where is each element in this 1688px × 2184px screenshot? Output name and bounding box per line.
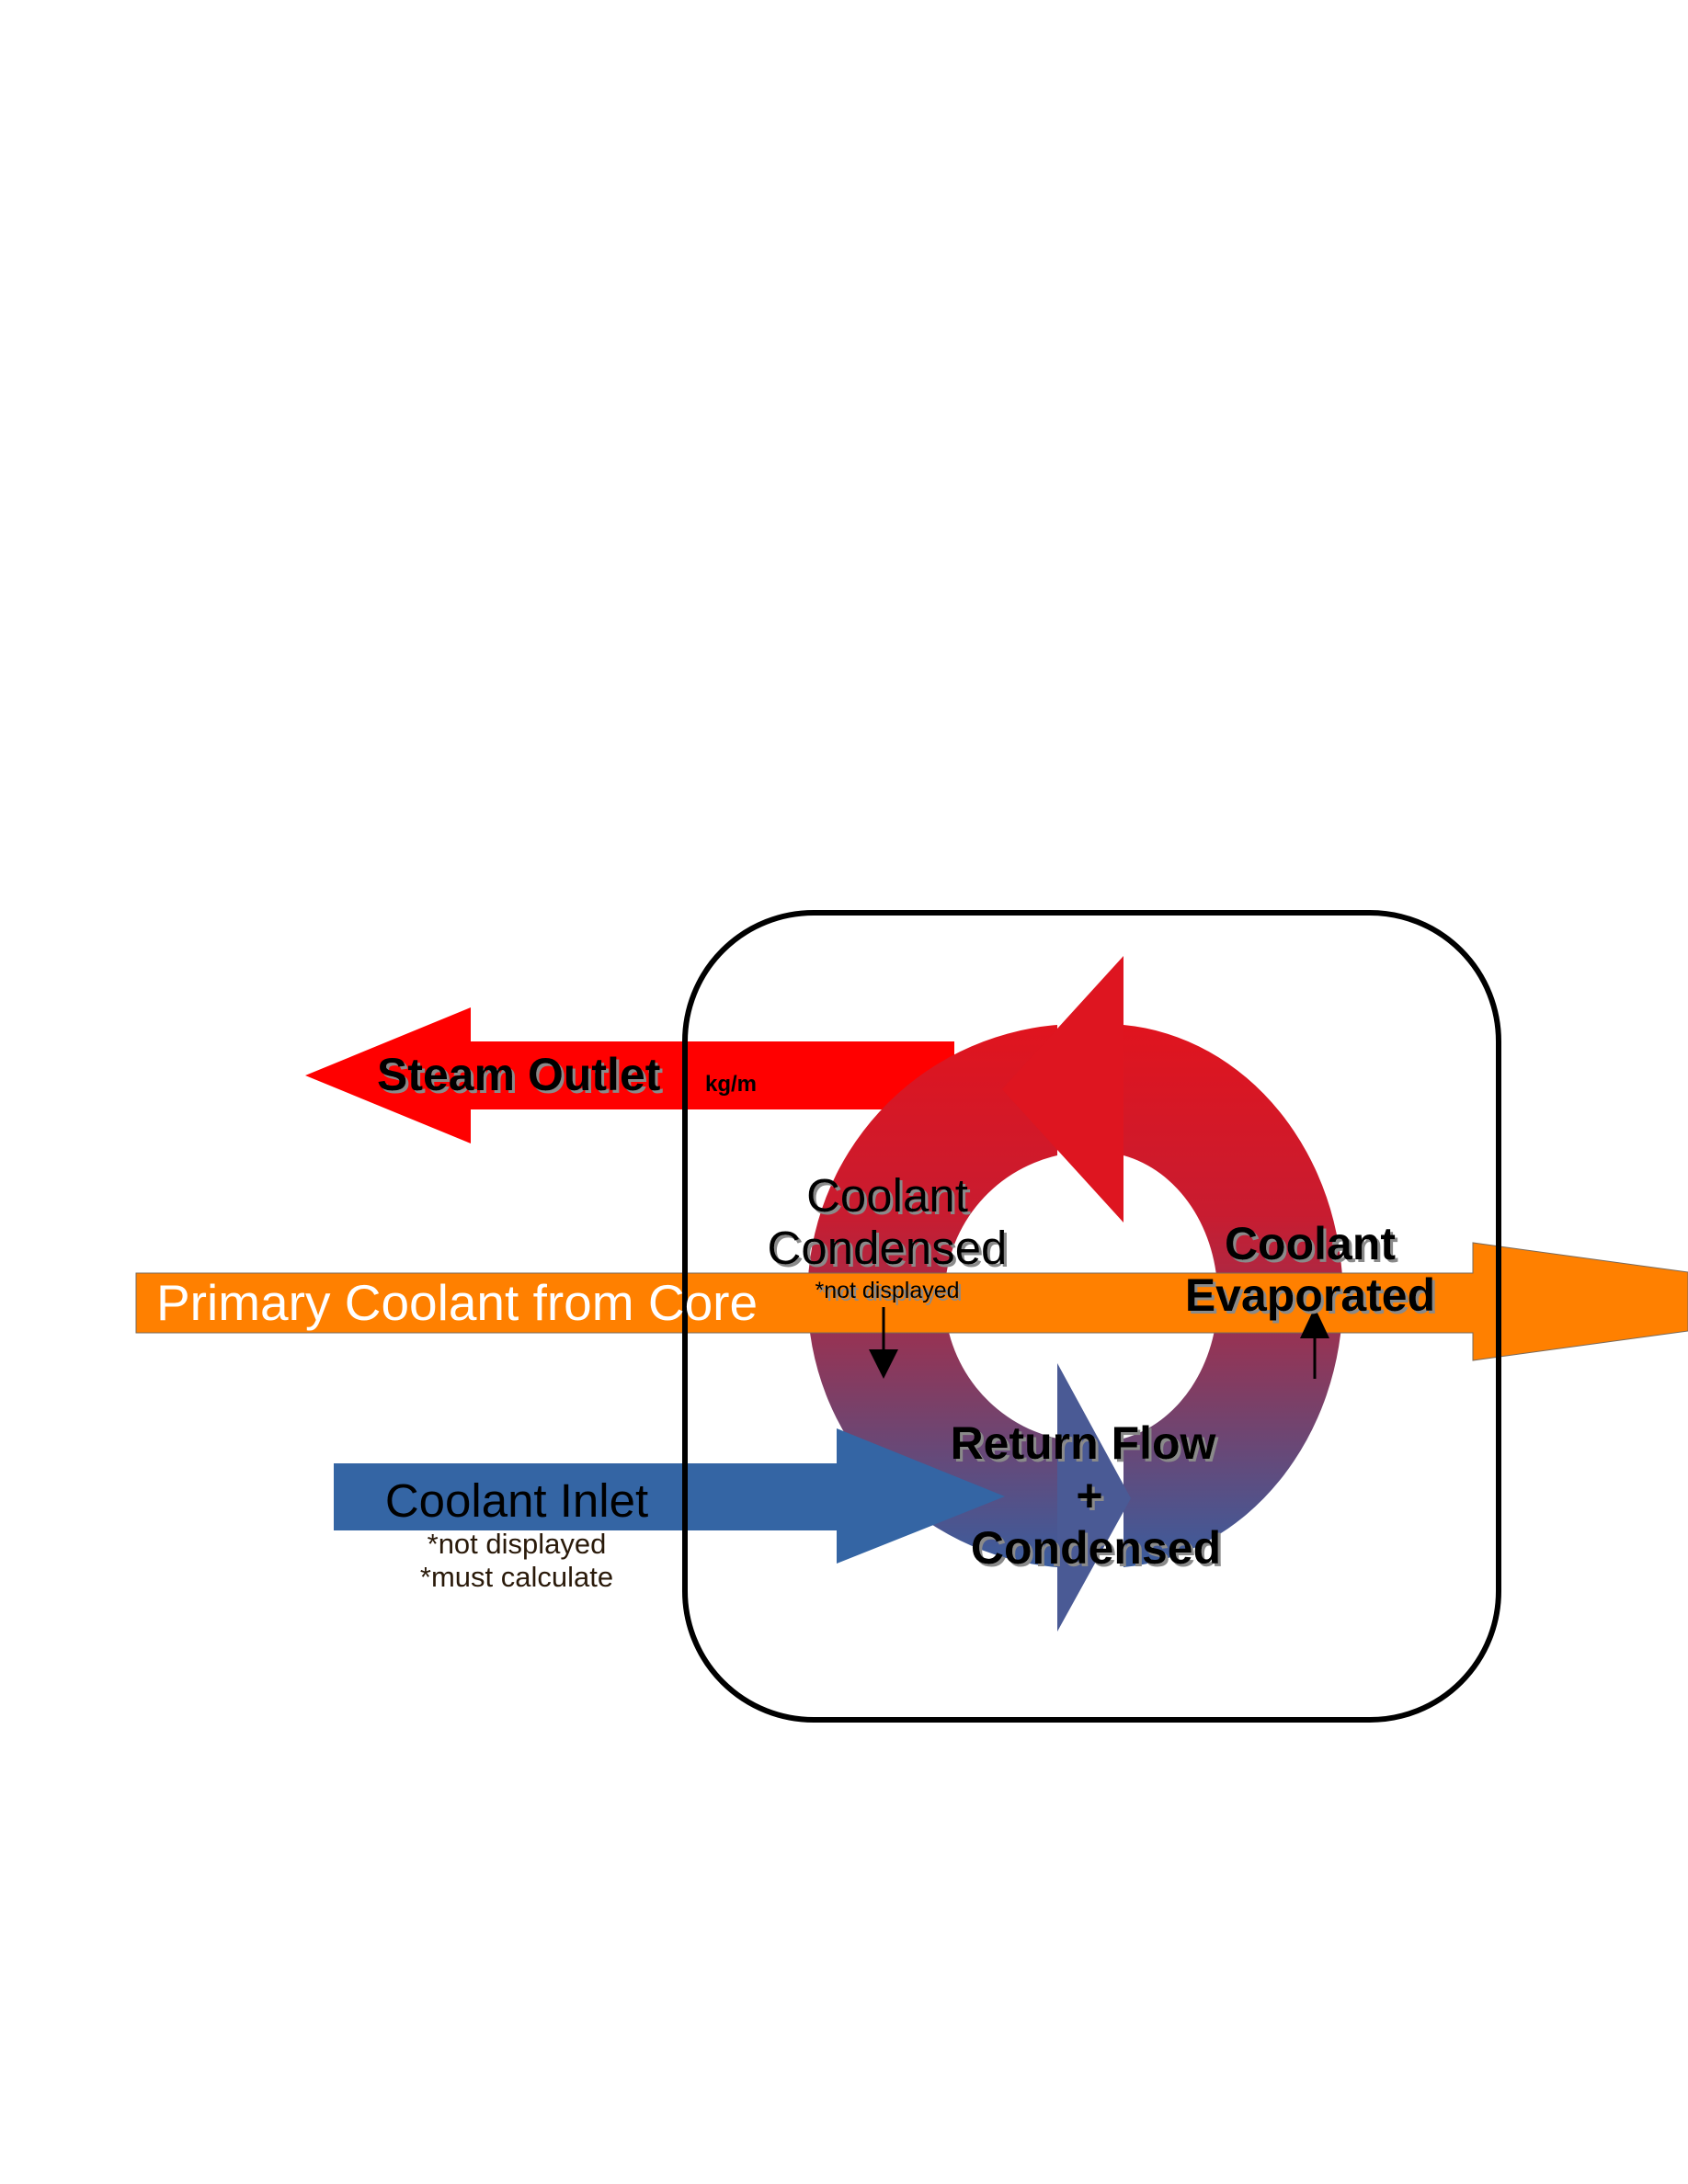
cycle-bottom-arrowhead (1057, 1363, 1131, 1632)
coolant-condensed-label-line2: Condensed (768, 1222, 1008, 1274)
coolant-evaporated-label-line1: Coolant (1225, 1218, 1396, 1269)
coolant-inlet-note-2: *must calculate (420, 1561, 613, 1593)
coolant-inlet-arrow (334, 1428, 1005, 1564)
evaporated-up-arrow (1300, 1307, 1329, 1379)
primary-coolant-arrow (135, 1242, 1688, 1361)
condensed-down-arrow (869, 1307, 898, 1379)
steam-generator-vessel (682, 910, 1501, 1723)
steam-outlet-unit: kg/m (705, 1072, 757, 1097)
coolant-condensed-label-line1: Coolant (806, 1169, 968, 1222)
return-flow-label-line3: Condensed (971, 1522, 1221, 1574)
coolant-evaporated-label-line2: Evaporated (1185, 1269, 1435, 1321)
return-flow-label-line1: Return Flow (951, 1417, 1216, 1469)
coolant-condensed-note: *not displayed (815, 1278, 959, 1303)
steam-outlet-arrow (305, 1007, 954, 1143)
primary-coolant-label: Primary Coolant from Core (156, 1274, 758, 1331)
coolant-inlet-note-1: *not displayed (428, 1528, 607, 1560)
cycle-top-arrowhead (1002, 956, 1123, 1223)
steam-outlet-label: Steam Outlet (377, 1049, 661, 1100)
return-flow-label-line2: + (1076, 1470, 1102, 1521)
coolant-inlet-label: Coolant Inlet (385, 1474, 648, 1527)
